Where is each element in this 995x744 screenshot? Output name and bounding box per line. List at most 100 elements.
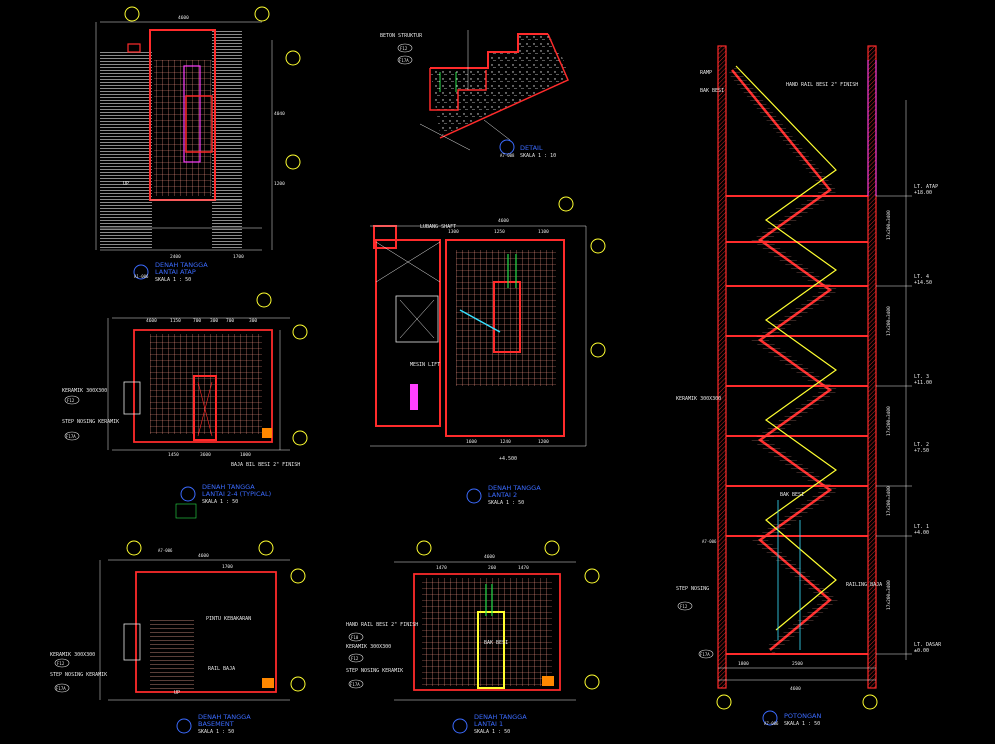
ground-dim: 1300	[448, 229, 459, 235]
grid-bubble	[290, 568, 306, 584]
section: LT. ATAP +18.00 LT. 4 +14.50 LT. 3 +11.0…	[676, 45, 942, 727]
ground-cyan-arrow	[459, 309, 501, 333]
basement-label-mid: PINTU KEBAKARAN	[206, 616, 251, 622]
typical-dim: 4600	[146, 318, 157, 324]
grid-bubble	[544, 540, 560, 556]
grid-bubble	[862, 694, 878, 710]
section-stair-steps	[728, 66, 839, 654]
basement-column	[262, 678, 274, 688]
section-cyan-posts	[777, 500, 801, 650]
detail-nosing-green	[439, 72, 457, 92]
basement-dim: 4600	[198, 553, 209, 559]
typical-title: DENAH TANGGA	[202, 483, 255, 491]
title-marker	[466, 488, 482, 504]
section-dim-right: 17x200=3400	[886, 406, 892, 436]
roof-title: DENAH TANGGA	[155, 261, 208, 269]
basement-stair-steps	[150, 620, 194, 690]
roof-ref: A1-006	[134, 274, 149, 279]
section-note: HAND RAIL BESI 2" FINISH	[786, 82, 858, 88]
ground-stair-wall	[445, 239, 565, 437]
floor1-title: DENAH TANGGA	[474, 713, 527, 721]
floor1-tag-left-3: F17A	[350, 682, 360, 687]
section-level: LT. DASAR	[914, 642, 942, 648]
detail-tag-1: F12	[400, 46, 408, 51]
basement-dim: 1700	[222, 564, 233, 570]
basement-dim-lines	[99, 559, 290, 701]
title-marker	[762, 710, 778, 726]
grid-bubble	[258, 540, 274, 556]
grid-bubble	[256, 292, 272, 308]
roof-scale: SKALA 1 : 50	[155, 277, 191, 283]
typical-dim: 300	[210, 318, 218, 324]
typical-scale: SKALA 1 : 50	[202, 499, 238, 505]
floor1-dim: 4600	[484, 554, 495, 560]
ground-subtitle: LANTAI 2	[488, 491, 517, 499]
floor1-tag-left-1: F18	[351, 635, 359, 640]
section-level-value: +14.50	[914, 280, 932, 286]
section-left-wall	[717, 45, 727, 689]
title-marker	[499, 139, 515, 155]
section-level-value: ±0.00	[914, 648, 929, 654]
basement-label-up: UP	[174, 690, 180, 696]
ground-title: DENAH TANGGA	[488, 484, 541, 492]
roof-hatch-area-right	[212, 30, 242, 248]
section-note: RAILING BAJA	[846, 582, 882, 588]
roof-dim-right-1: 4040	[274, 111, 285, 117]
floor1-dim-lines	[394, 561, 576, 701]
roof-extra-lines	[100, 199, 262, 229]
typical-dim: 1150	[170, 318, 181, 324]
ground-void-cross	[375, 241, 441, 283]
section-dim-right: 17x200=3400	[886, 580, 892, 610]
ground-label-lift: MESIN LIFT	[410, 362, 440, 368]
basement-scale: SKALA 1 : 50	[198, 729, 234, 735]
floor1-note-left-2: KERAMIK 300X300	[346, 644, 391, 650]
floor1-note-left-1: HAND RAIL BESI 2" FINISH	[346, 622, 418, 628]
section-note: RAMP	[700, 70, 712, 76]
detail-ref: A7-008	[500, 153, 515, 158]
grid-bubble	[590, 342, 606, 358]
basement-note-left-2: STEP NOSING KERAMIK	[50, 672, 107, 678]
section-level-value: +7.50	[914, 448, 929, 454]
ground-lift-cross	[399, 299, 435, 339]
ground-dim-bottom: 1240	[500, 439, 511, 445]
typical-subtitle: LANTAI 2-4 (TYPICAL)	[202, 490, 271, 498]
basement-marker: A7-006	[158, 548, 173, 553]
floor1-green-rail	[485, 584, 493, 616]
floor1-subtitle: LANTAI 1	[474, 720, 503, 728]
roof-dim-bottom-1: 2400	[170, 254, 181, 260]
roof-dim-top: 4600	[178, 15, 189, 21]
section-magenta-edge	[867, 60, 877, 196]
section-level: LT. 1	[914, 524, 929, 530]
grid-bubble	[584, 674, 600, 690]
tag-bubble	[348, 653, 364, 663]
section-dim-right: 17x200=3400	[886, 486, 892, 516]
section-dim-bottom: 1800	[738, 661, 749, 667]
floor1-label-box: BAK BESI	[484, 640, 508, 646]
detail-label-top: BETON STRUKTUR	[380, 33, 423, 39]
plan-ground: 4600 1300 1250 1100 1600 1240 1200 LUBAN…	[370, 196, 606, 506]
typical-dim-bottom: 1000	[240, 452, 251, 458]
basement-title: DENAH TANGGA	[198, 713, 251, 721]
ground-dim-bottom: 1200	[538, 439, 549, 445]
roof-hatch-area	[100, 52, 152, 248]
typical-dim-bottom: 3600	[200, 452, 211, 458]
section-dim-right: 17x200=3400	[886, 210, 892, 240]
basement-door-frame	[123, 623, 141, 661]
typical-dim: 700	[193, 318, 201, 324]
section-level: LT. 4	[914, 274, 929, 280]
section-note: KERAMIK 300X300	[676, 396, 721, 402]
title-marker	[133, 264, 149, 280]
typical-tile-floor	[150, 334, 262, 434]
tag-bubble	[64, 395, 80, 405]
basement-tag-left-1: F12	[57, 661, 65, 666]
plan-floor1: 4600 1470 260 1470 BAK BESI HAND RAIL BE…	[346, 540, 600, 735]
section-level: LT. ATAP	[914, 184, 938, 190]
tag-bubble	[54, 658, 70, 668]
section-dim-bottom: 2500	[792, 661, 803, 667]
section-scale: SKALA 1 : 50	[784, 721, 820, 727]
ground-dim-lines	[370, 225, 587, 447]
typical-door-frame	[123, 381, 141, 415]
plan-typical: 4600 1150 700 300 700 300 1450 3600 1000…	[62, 292, 308, 519]
basement-note-left-1: KERAMIK 300X300	[50, 652, 95, 658]
